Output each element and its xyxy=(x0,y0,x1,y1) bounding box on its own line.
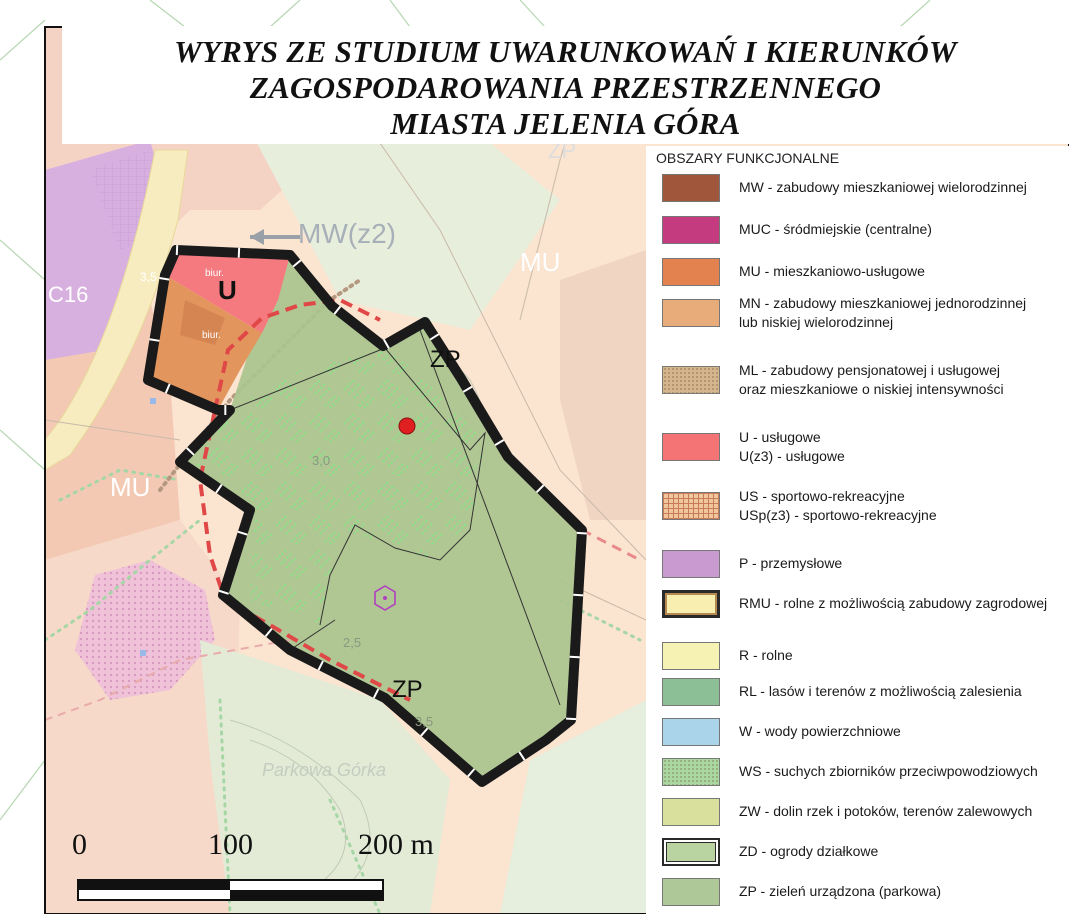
legend-label: RL - lasów i terenów z możliwością zales… xyxy=(739,683,1022,699)
legend-swatch xyxy=(662,718,720,746)
legend-item: RL - lasów i terenów z możliwością zales… xyxy=(646,676,1069,710)
legend-item: ZP - zieleń urządzona (parkowa) xyxy=(646,876,1069,910)
label-contour-30: 3,0 xyxy=(312,453,331,468)
legend-swatch xyxy=(662,366,720,394)
legend-swatch xyxy=(662,838,720,866)
legend-label: P - przemysłowe xyxy=(739,555,843,571)
legend-label: WS - suchych zbiorników przeciwpowodziow… xyxy=(739,763,1038,779)
legend-item: ZD - ogrody działkowe xyxy=(646,836,1069,870)
label-contour-35-a: 3,5 xyxy=(140,270,157,284)
zone-mu-east xyxy=(560,250,646,520)
legend-label: RMU - rolne z możliwością zabudowy zagro… xyxy=(739,595,1048,611)
scale-label-0: 0 xyxy=(72,828,87,861)
legend-label: U - usługowe xyxy=(739,429,821,445)
red-point-marker xyxy=(398,417,416,435)
blue-marker xyxy=(150,398,156,404)
legend-swatch xyxy=(662,492,720,520)
scale-bar-black-right xyxy=(230,890,383,900)
legend-label-second-line: U(z3) - usługowe xyxy=(739,448,845,464)
label-contour-25: 2,5 xyxy=(343,635,362,650)
label-mu-top: MU xyxy=(520,247,561,277)
legend-label-second-line: oraz mieszkaniowe o niskiej intensywnośc… xyxy=(739,381,1004,397)
legend-swatch xyxy=(662,216,720,244)
red-dashed-east xyxy=(581,528,641,562)
label-u: U xyxy=(218,275,237,305)
legend-panel: OBSZARY FUNKCJONALNE MW - zabudowy miesz… xyxy=(646,146,1069,914)
legend-item: MUC - śródmiejskie (centralne) xyxy=(646,214,1069,248)
legend-heading: OBSZARY FUNKCJONALNE xyxy=(656,150,840,166)
scale-label-100: 100 xyxy=(208,828,253,861)
label-contour-35-b: 3,5 xyxy=(415,714,434,729)
label-mu-left: MU xyxy=(110,472,151,502)
scale-label-200: 200 m xyxy=(358,828,434,861)
title-line-2: ZAGOSPODAROWANIA PRZESTRZENNEGO xyxy=(249,70,882,105)
label-biur-2: biur. xyxy=(202,330,221,341)
legend-swatch xyxy=(662,798,720,826)
legend-label: W - wody powierzchniowe xyxy=(739,723,901,739)
u-parcel xyxy=(165,250,290,333)
legend-swatch xyxy=(662,878,720,906)
zone-green-se xyxy=(500,700,646,914)
legend-item: WS - suchych zbiorników przeciwpowodziow… xyxy=(646,756,1069,790)
legend-item: RMU - rolne z możliwością zabudowy zagro… xyxy=(646,588,1069,622)
legend-label: ZD - ogrody działkowe xyxy=(739,843,879,859)
scale-bar-black-left xyxy=(78,880,230,890)
legend-swatch xyxy=(662,433,720,461)
legend-label: ZP - zieleń urządzona (parkowa) xyxy=(739,883,942,899)
legend-label-second-line: USp(z3) - sportowo-rekreacyjne xyxy=(739,507,937,523)
title-line-1: WYRYS ZE STUDIUM UWARUNKOWAŃ I KIERUNKÓW xyxy=(174,34,957,69)
legend-label: R - rolne xyxy=(739,647,793,663)
legend-swatch xyxy=(662,550,720,578)
scale-bar xyxy=(77,879,384,901)
legend-item: W - wody powierzchniowe xyxy=(646,716,1069,750)
legend-swatch xyxy=(662,299,720,327)
legend-label: US - sportowo-rekreacyjne xyxy=(739,488,905,504)
legend-swatch xyxy=(662,174,720,202)
legend-item: R - rolne xyxy=(646,640,1069,674)
study-boundary xyxy=(143,245,587,787)
legend-label: ZW - dolin rzek i potoków, terenów zalew… xyxy=(739,803,1033,819)
legend-label: MN - zabudowy mieszkaniowej jednorodzinn… xyxy=(739,295,1027,311)
label-c16: C16 xyxy=(48,282,89,307)
road-yellow xyxy=(45,149,189,471)
zone-parkowa-gorka xyxy=(200,640,450,914)
legend-swatch xyxy=(662,758,720,786)
purple-hexagon-marker xyxy=(374,585,396,611)
legend-swatch xyxy=(662,678,720,706)
legend-label-second-line: lub niskiej wielorodzinnej xyxy=(739,314,894,330)
legend-item: MW - zabudowy mieszkaniowej wielorodzinn… xyxy=(646,172,1069,206)
label-zp-upper: ZP xyxy=(430,346,461,373)
legend-swatch xyxy=(662,590,720,618)
title-line-3: MIASTA JELENIA GÓRA xyxy=(390,106,741,141)
zone-green-north xyxy=(250,110,560,330)
title-box: WYRYS ZE STUDIUM UWARUNKOWAŃ I KIERUNKÓW… xyxy=(62,26,1069,144)
label-mw-z2: MW(z2) xyxy=(298,218,396,249)
mu-parcel xyxy=(148,275,262,410)
label-parkowa-gorka: Parkowa Górka xyxy=(262,760,387,780)
legend-label: ML - zabudowy pensjonatowej i usługowej xyxy=(739,362,1000,378)
legend-swatch xyxy=(662,258,720,286)
legend-swatch xyxy=(662,642,720,670)
legend-label: MW - zabudowy mieszkaniowej wielorodzinn… xyxy=(739,179,1027,195)
legend-item: MU - mieszkaniowo-usługowe xyxy=(646,256,1069,290)
legend-item: ML - zabudowy pensjonatowej i usługowej o… xyxy=(646,362,1069,398)
legend-item: P - przemysłowe xyxy=(646,548,1069,582)
red-dashed-north xyxy=(213,297,381,411)
label-biur-1: biur. xyxy=(205,268,224,279)
legend-label: MU - mieszkaniowo-usługowe xyxy=(739,263,925,279)
outer-grid-lines xyxy=(0,0,931,821)
label-zp-lower: ZP xyxy=(392,676,423,703)
legend-item: MN - zabudowy mieszkaniowej jednorodzinn… xyxy=(646,295,1069,331)
inner-boundary-lines xyxy=(229,329,561,706)
legend-label: MUC - śródmiejskie (centralne) xyxy=(739,221,932,237)
legend-item: ZW - dolin rzek i potoków, terenów zalew… xyxy=(646,796,1069,830)
